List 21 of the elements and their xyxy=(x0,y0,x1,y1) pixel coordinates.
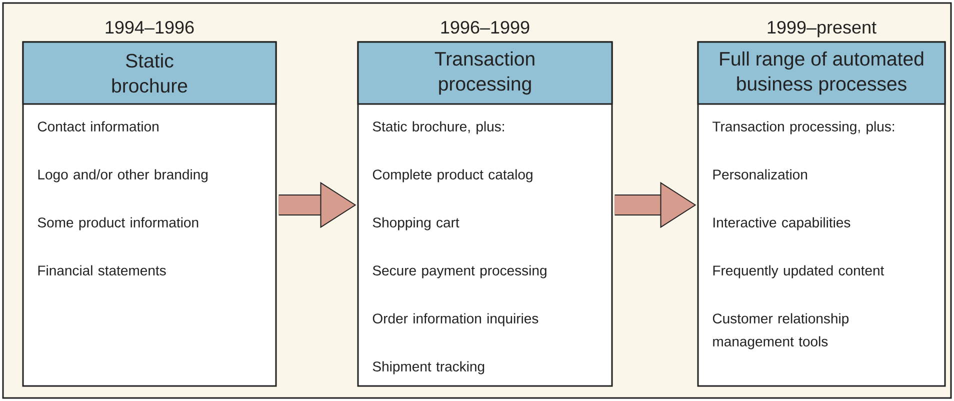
list-item: Personalization xyxy=(713,169,807,180)
list-item: Static brochure, plus: xyxy=(372,121,504,134)
list-item: Transaction processing, plus: xyxy=(712,121,894,134)
column-header: Transaction processing xyxy=(357,41,613,105)
period-label: 1999–present xyxy=(768,20,876,38)
list-item: Complete product catalog xyxy=(372,169,532,182)
list-item: Contact information xyxy=(38,121,158,132)
list-item: Secure payment processing xyxy=(372,265,546,278)
list-item: Interactive capabilities xyxy=(714,217,850,230)
list-item: Shopping cart xyxy=(372,217,460,230)
list-item: Some product information xyxy=(38,217,198,230)
list-item: Frequently updated content xyxy=(713,265,884,278)
column-header: Static brochure xyxy=(22,41,277,105)
period-label: 1994–1996 xyxy=(106,20,194,34)
list-item: Customer relationship management tools xyxy=(712,313,849,350)
list-item: Order information inquiries xyxy=(372,313,538,326)
list-item: Shipment tracking xyxy=(372,361,484,374)
list-item: Financial statements xyxy=(38,265,166,276)
column-header: Full range of automated business processes xyxy=(697,41,946,105)
list-item: Logo and/or other branding xyxy=(38,169,208,182)
period-label: 1996–1999 xyxy=(441,20,530,34)
